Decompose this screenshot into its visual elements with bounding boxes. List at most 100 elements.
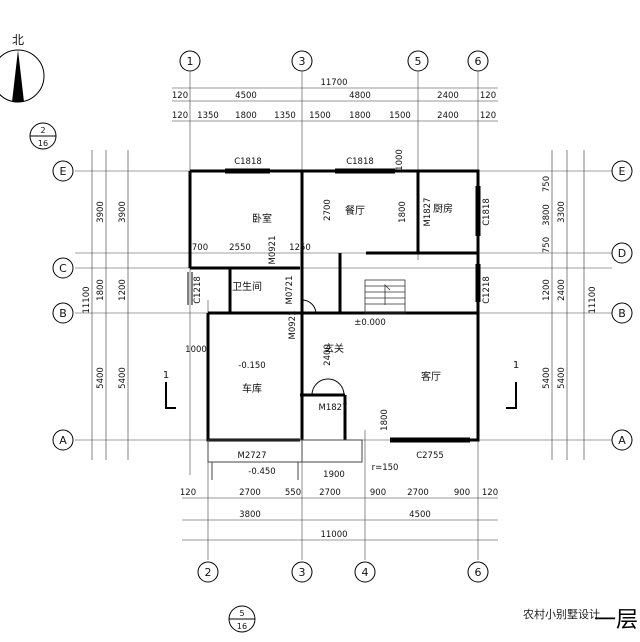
- dim-i-2550: 2550: [229, 243, 251, 253]
- axis-A-right: A: [618, 434, 626, 447]
- axis-4-bottom: 4: [362, 566, 369, 579]
- dim-b-550: 550: [285, 488, 301, 498]
- axis-labels: 1 3 5 6 2 3 4 6 E C B A E D B A 2 16 5 1…: [12, 33, 626, 631]
- room-bath: 卫生间: [232, 280, 262, 293]
- dim-b-4500: 4500: [409, 510, 431, 520]
- tag-m1827-kitchen: M1827: [423, 198, 433, 227]
- dim-4800-top: 4800: [349, 91, 371, 101]
- room-garage: 车库: [242, 382, 262, 395]
- dim-l-5400b: 5400: [118, 367, 128, 389]
- axis-lines: [75, 72, 612, 560]
- tag-m0921b: M0921: [288, 311, 298, 340]
- dim-1800a: 1800: [235, 111, 257, 121]
- level-0: ±0.000: [354, 318, 385, 328]
- dim-r-3800: 3800: [542, 204, 552, 226]
- dim-i-1800: 1800: [398, 201, 408, 223]
- dim-i-1000: 1000: [395, 149, 405, 171]
- axis-D-right: D: [618, 247, 626, 260]
- axis-C: C: [59, 262, 67, 275]
- dim-b-120r: 120: [482, 488, 498, 498]
- dim-1350a: 1350: [197, 111, 219, 121]
- tag-c2755: C2755: [416, 451, 444, 461]
- dim-l-1200: 1200: [118, 279, 128, 301]
- room-dining: 餐厅: [345, 204, 365, 217]
- dim-i-700: 700: [192, 243, 208, 253]
- section-mark-right: 1: [513, 360, 519, 371]
- dim-1350b: 1350: [274, 111, 296, 121]
- dim-b-overall: 11000: [320, 530, 347, 540]
- left-dimensions: 3900 3900 1800 1200 11100 5400 5400: [82, 201, 128, 389]
- dim-120-top-l: 120: [172, 91, 188, 101]
- dim-b-1900: 1900: [323, 470, 345, 480]
- room-foyer: 玄关: [324, 342, 344, 355]
- right-dimensions: 750 3800 3300 750 2400 1200 11100 5400 5…: [542, 176, 598, 389]
- stair: [364, 279, 406, 314]
- level-garage: -0.150: [238, 361, 265, 371]
- bottom-dimensions: 120 2700 550 2700 900 2700 900 120 3800 …: [180, 470, 498, 540]
- dim-b-2700a: 2700: [239, 488, 261, 498]
- dim-overall-top: 11700: [320, 78, 347, 88]
- axis-E: E: [60, 165, 67, 178]
- dim-l-3900a: 3900: [96, 201, 106, 223]
- dim-r-750a: 750: [542, 176, 552, 192]
- dim-r-5400a: 5400: [542, 367, 552, 389]
- dim-2400-top: 2400: [437, 91, 459, 101]
- level-marks: ±0.000 -0.150 -0.450 r=150 1 1: [163, 318, 519, 477]
- tag-m1827-entry: M1827: [319, 403, 348, 413]
- windows: [187, 168, 481, 443]
- section-mark-left: 1: [163, 370, 169, 381]
- watermark: 农村小别墅设计: [523, 608, 600, 621]
- dim-r-11100: 11100: [588, 286, 598, 313]
- section-5-num: 5: [239, 609, 244, 618]
- room-living: 客厅: [421, 370, 441, 383]
- axis-6: 6: [475, 55, 482, 68]
- section-marks: [165, 382, 517, 409]
- section-2-den: 16: [38, 139, 48, 148]
- dim-l-1800: 1800: [96, 279, 106, 301]
- dim-b-900b: 900: [454, 488, 470, 498]
- north-arrow: [0, 49, 45, 103]
- dim-r-2400: 2400: [557, 279, 567, 301]
- dim-b-3800: 3800: [239, 510, 261, 520]
- dim-4500-top: 4500: [235, 91, 257, 101]
- tag-c1818-kitchen: C1818: [482, 198, 492, 226]
- dim-i-2400: 2400: [323, 344, 333, 366]
- opening-tags: C1818 C1818 C1818 C1218 C1218 M1827 M182…: [193, 157, 492, 461]
- room-kitchen: 厨房: [433, 202, 453, 215]
- dim-r-1200: 1200: [542, 279, 552, 301]
- dim-120-r3: 120: [480, 111, 496, 121]
- dim-120-r2: 120: [172, 111, 188, 121]
- entrance-doors: [301, 299, 345, 396]
- dim-b-2700c: 2700: [407, 488, 429, 498]
- section-2-num: 2: [40, 126, 45, 135]
- axis-2-bottom: 2: [205, 566, 212, 579]
- dim-r-750b: 750: [542, 237, 552, 253]
- axis-5: 5: [415, 55, 422, 68]
- level-terrace: -0.450: [248, 467, 275, 477]
- note-radius: r=150: [372, 463, 399, 473]
- dim-b-120l: 120: [180, 488, 196, 498]
- dim-l-3900b: 3900: [118, 201, 128, 223]
- dim-b-900a: 900: [370, 488, 386, 498]
- drawing-title: 一层: [593, 608, 638, 633]
- tag-c1818-bedroom: C1818: [234, 157, 262, 167]
- tag-m0921a: M0921: [268, 236, 278, 265]
- axis-A: A: [59, 434, 67, 447]
- dim-120-top-r: 120: [480, 91, 496, 101]
- axis-1: 1: [187, 55, 194, 68]
- room-labels: 卧室 餐厅 厨房 卫生间 车库 玄关 客厅: [232, 202, 453, 395]
- dim-1800b: 1800: [349, 111, 371, 121]
- axis-B: B: [59, 307, 67, 320]
- axis-B-right: B: [618, 307, 626, 320]
- north-label: 北: [12, 33, 24, 47]
- dim-2400b: 2400: [437, 111, 459, 121]
- axis-3-bottom: 3: [299, 566, 306, 579]
- axis-6-bottom: 6: [475, 566, 482, 579]
- dim-i-1000-left: 1000: [185, 345, 207, 355]
- dim-1500b: 1500: [389, 111, 411, 121]
- tag-c1218-right: C1218: [482, 276, 492, 304]
- dim-l-5400a: 5400: [96, 367, 106, 389]
- tag-m2727: M2727: [238, 451, 267, 461]
- dim-1500a: 1500: [309, 111, 331, 121]
